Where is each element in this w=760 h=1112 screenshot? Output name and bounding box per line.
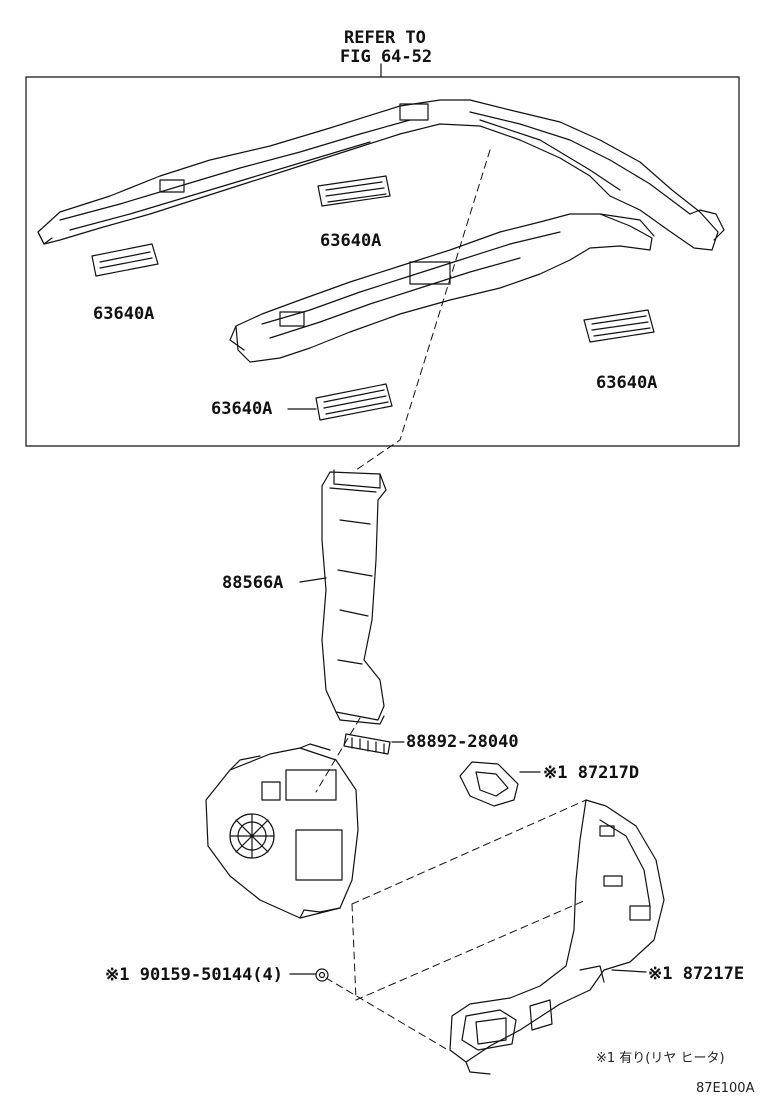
figure-id: 87E100A xyxy=(696,1081,755,1096)
register-upper-left xyxy=(91,243,159,277)
label-63640a-upper-left: 63640A xyxy=(93,304,155,324)
label-87217d: ※1 87217D xyxy=(543,763,640,783)
front-duct xyxy=(37,99,725,251)
label-63640a-right: 63640A xyxy=(596,373,658,393)
gasket-88892 xyxy=(343,733,391,755)
footnote: ※1 有り(リヤ ヒータ) xyxy=(596,1051,725,1066)
register-upper-center xyxy=(317,175,391,207)
label-90159-50144: ※1 90159-50144(4) xyxy=(105,965,284,985)
leader-88566a xyxy=(299,577,327,583)
label-88892-28040: 88892-28040 xyxy=(406,732,519,752)
bolt-90159 xyxy=(315,968,329,982)
subassembly-frame xyxy=(25,76,740,447)
duct-87217e xyxy=(449,799,665,1075)
leader-87217e xyxy=(611,969,647,973)
label-63640a-upper-center: 63640A xyxy=(320,231,382,251)
duct-87217d xyxy=(459,761,519,807)
rear-duct xyxy=(229,213,655,363)
assembly-dash-lines xyxy=(315,149,587,1051)
register-right xyxy=(583,309,655,343)
label-88566a: 88566A xyxy=(222,573,284,593)
register-lower-center xyxy=(315,383,393,421)
duct-88566a xyxy=(321,469,387,725)
refer-to-line2: FIG 64-52 xyxy=(340,47,433,67)
label-63640a-lower-center: 63640A xyxy=(211,399,273,419)
refer-to-line1: REFER TO xyxy=(344,28,426,48)
rear-heater-unit xyxy=(205,743,359,919)
label-87217e: ※1 87217E xyxy=(648,964,745,984)
